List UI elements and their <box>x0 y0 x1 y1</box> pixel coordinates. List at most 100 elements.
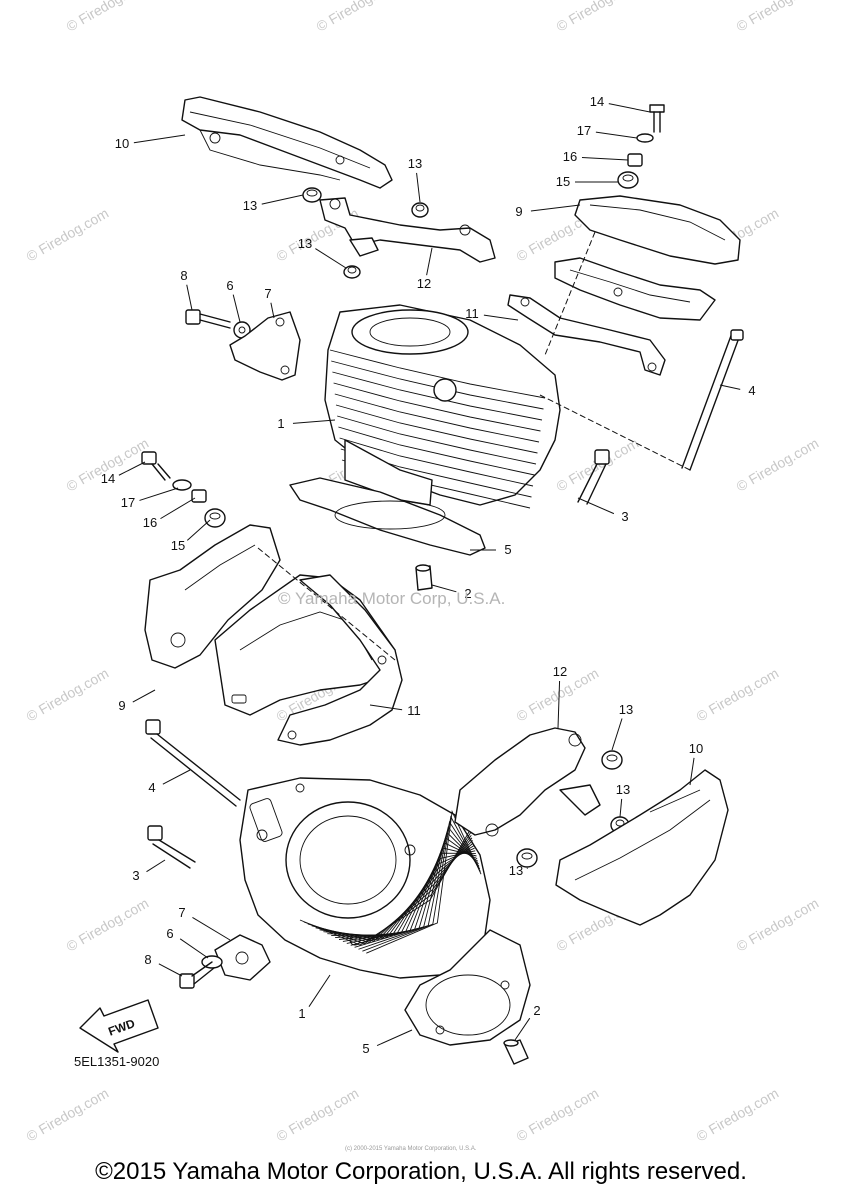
cooling-fin <box>342 842 478 942</box>
leader-line <box>192 916 231 941</box>
copyright-footer: ©2015 Yamaha Motor Corporation, U.S.A. A… <box>95 1158 747 1185</box>
firedog-watermark: © Firedog.com <box>734 0 822 35</box>
cylinder-1-front <box>239 777 491 979</box>
leader-line <box>719 384 741 390</box>
callout-2: 2 <box>464 586 471 601</box>
bracket-12-lower <box>454 727 601 837</box>
cooling-fin <box>339 437 534 487</box>
callout-1: 1 <box>298 1006 305 1021</box>
firedog-watermark: © Firedog.com <box>514 1085 602 1145</box>
bolt-stack-upper-right <box>617 104 665 189</box>
callout-8: 8 <box>144 952 151 967</box>
firedog-watermark: © Firedog.com <box>694 665 782 725</box>
leader-line <box>416 172 421 203</box>
leader-line <box>270 302 275 319</box>
fine-print: (c) 2000-2015 Yamaha Motor Corporation, … <box>345 1146 477 1152</box>
callout-14: 14 <box>101 471 115 486</box>
callout-7: 7 <box>178 905 185 920</box>
leader-line <box>118 461 146 476</box>
rear-cylinder-assembly <box>181 96 744 591</box>
cooling-fin <box>334 393 540 443</box>
callout-2: 2 <box>533 1003 540 1018</box>
callout-17: 17 <box>577 123 591 138</box>
cooling-fin <box>350 831 479 946</box>
bolt-3-lower <box>147 825 196 869</box>
leader-line <box>376 1029 413 1047</box>
callout-16: 16 <box>143 515 157 530</box>
callout-9: 9 <box>118 698 125 713</box>
callout-14: 14 <box>590 94 604 109</box>
bolt-8-lower <box>179 961 215 989</box>
plate-7-upper <box>229 311 301 381</box>
gasket-5-front <box>404 929 531 1046</box>
callout-8: 8 <box>180 268 187 283</box>
firedog-watermark: © Firedog.com <box>24 205 112 265</box>
callout-15: 15 <box>171 538 185 553</box>
callout-6: 6 <box>166 926 173 941</box>
callout-13: 13 <box>509 863 523 878</box>
yamaha-watermark: © Yamaha Motor Corp, U.S.A. <box>278 589 505 608</box>
leader-line <box>162 769 191 785</box>
callout-13: 13 <box>298 236 312 251</box>
leader-line <box>186 284 193 311</box>
leader-line <box>292 419 336 424</box>
bracket-11-lower <box>277 574 403 746</box>
leader-line <box>431 584 457 593</box>
leader-line <box>581 156 629 161</box>
leader-line <box>308 974 331 1007</box>
leader-line <box>261 194 304 205</box>
gasket-5-rear <box>289 477 486 556</box>
leader-line <box>186 519 211 541</box>
leader-line <box>530 204 581 212</box>
cylinder-cover-10-upper <box>181 96 393 189</box>
cooling-fin <box>358 820 481 950</box>
leader-line <box>426 247 433 276</box>
leader-line <box>232 294 241 323</box>
cooling-fin <box>333 382 541 432</box>
leader-line <box>689 757 695 786</box>
leader-line <box>369 704 403 711</box>
leader-line <box>132 689 156 703</box>
cooling-fin <box>366 810 482 954</box>
bolt-8-upper <box>185 309 231 329</box>
leader-line <box>608 103 651 113</box>
firedog-watermark: © Firedog.com <box>694 1085 782 1145</box>
callout-5: 5 <box>362 1041 369 1056</box>
callout-15: 15 <box>556 174 570 189</box>
cylinder-1-rear <box>324 304 561 509</box>
firedog-watermark: © Firedog.com <box>64 0 152 35</box>
leader-line <box>577 497 615 515</box>
bracket-11-upper <box>507 294 666 376</box>
dowel-2-rear <box>415 564 433 591</box>
cooling-fin <box>354 826 480 948</box>
callout-13: 13 <box>619 702 633 717</box>
callout-9: 9 <box>515 204 522 219</box>
firedog-watermark: © Firedog.com <box>24 665 112 725</box>
callout-13: 13 <box>408 156 422 171</box>
cooling-fin <box>338 426 535 476</box>
leader-line <box>619 798 623 818</box>
front-cylinder-assembly <box>141 451 729 1065</box>
firedog-watermark: © Firedog.com <box>274 1085 362 1145</box>
callout-4: 4 <box>148 780 155 795</box>
alignment-line-upper <box>539 231 691 471</box>
leader-line <box>160 497 196 520</box>
stud-4-lower <box>145 719 241 807</box>
damper-13-upper <box>302 187 429 279</box>
cylinder-cover-9-upper <box>554 195 741 321</box>
callout-5: 5 <box>504 542 511 557</box>
callout-3: 3 <box>132 868 139 883</box>
firedog-watermark: © Firedog.com <box>734 435 822 495</box>
callout-11: 11 <box>407 703 421 718</box>
bolt-stack-lower-left <box>141 451 226 528</box>
callout-3: 3 <box>621 509 628 524</box>
callout-4: 4 <box>748 383 755 398</box>
firedog-watermark: © Firedog.com <box>64 895 152 955</box>
cooling-fin <box>331 850 476 937</box>
callout-13: 13 <box>243 198 257 213</box>
leader-line <box>514 1017 531 1041</box>
stud-4-upper <box>681 329 744 471</box>
leader-line <box>483 314 519 321</box>
